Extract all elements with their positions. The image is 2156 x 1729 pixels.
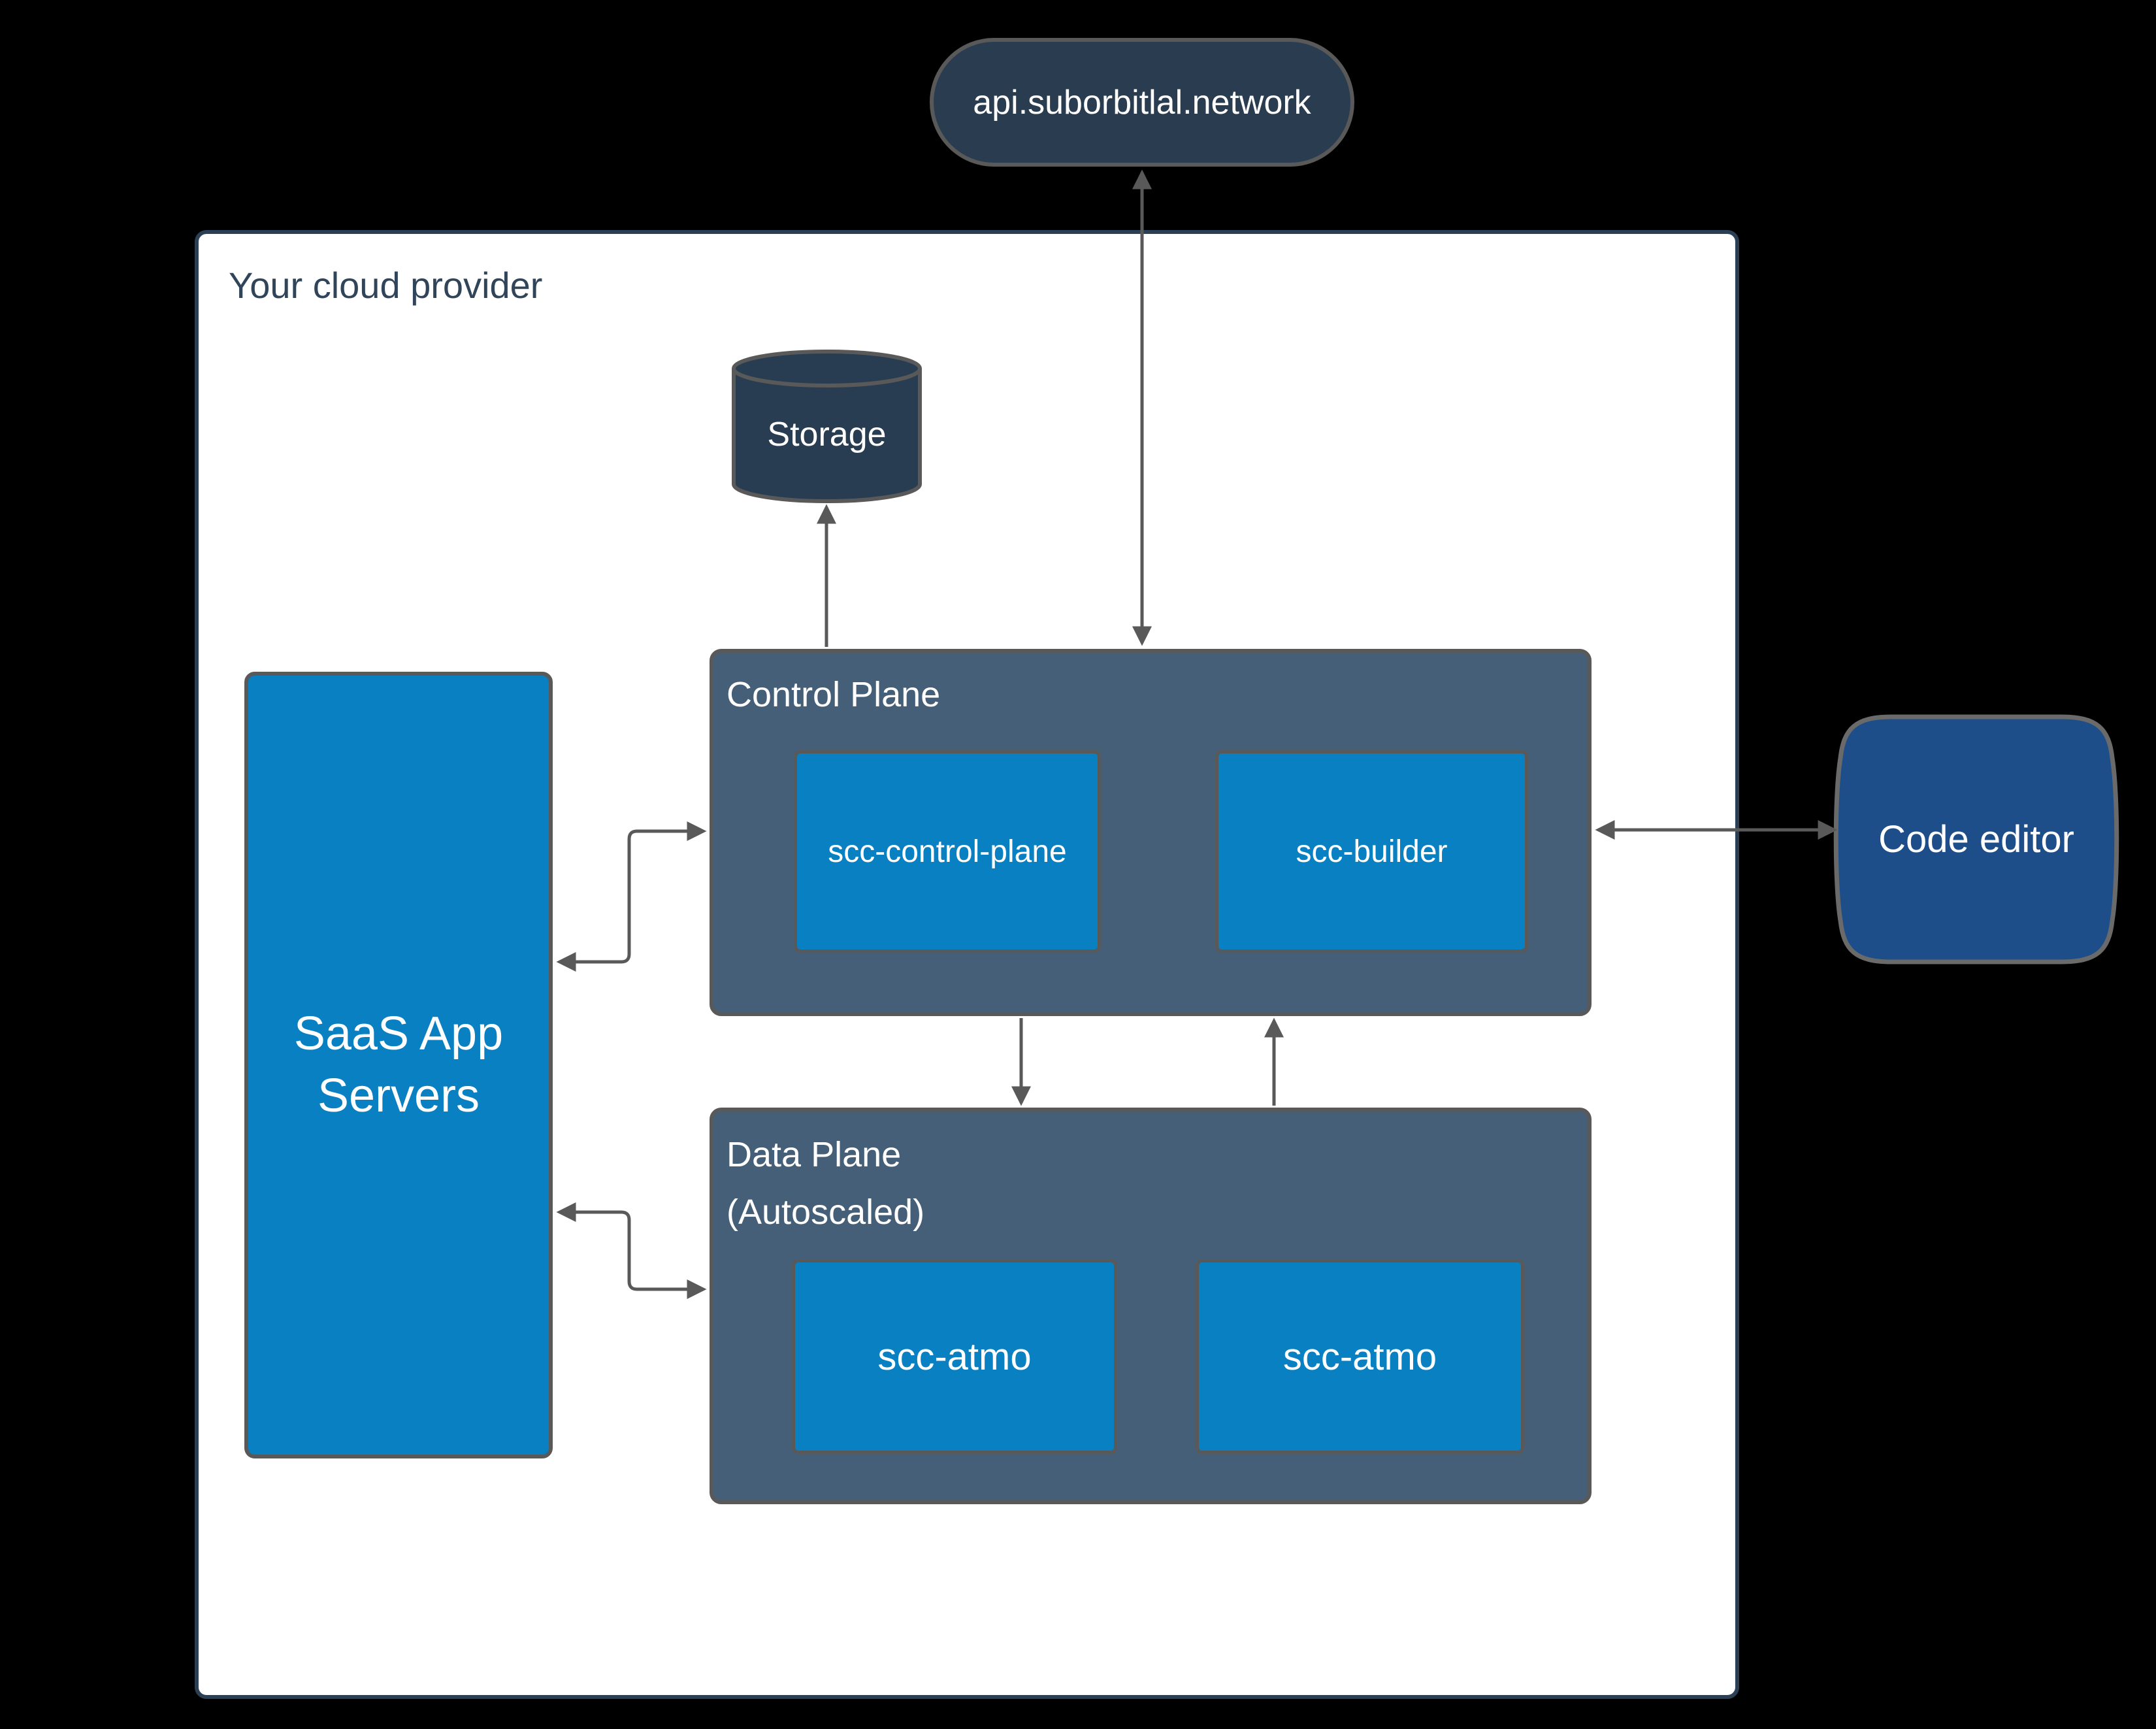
scc-builder-node: scc-builder <box>1215 750 1528 953</box>
data-plane-label: Data Plane <box>727 1135 902 1174</box>
scc-atmo-node-1: scc-atmo <box>792 1259 1117 1454</box>
cloud-provider-label: Your cloud provider <box>229 265 543 306</box>
connector-saas-control-plane <box>556 821 707 972</box>
scc-atmo-label-1: scc-atmo <box>877 1335 1032 1378</box>
scc-atmo-label-2: scc-atmo <box>1282 1335 1437 1378</box>
connector-saas-data-plane <box>556 1202 707 1299</box>
api-endpoint-node: api.suborbitlal.network <box>930 38 1354 167</box>
storage-cylinder <box>732 350 922 503</box>
code-editor-node: Code editor <box>1840 717 2112 962</box>
scc-builder-label: scc-builder <box>1296 834 1448 869</box>
control-plane-label: Control Plane <box>727 675 941 714</box>
code-editor-label: Code editor <box>1878 818 2074 861</box>
storage-node-label-wrap: Storage <box>734 392 920 477</box>
saas-app-servers-node: SaaS App Servers <box>244 672 553 1458</box>
scc-atmo-node-2: scc-atmo <box>1196 1259 1524 1454</box>
scc-control-plane-node: scc-control-plane <box>794 750 1101 953</box>
api-endpoint-label: api.suborbitlal.network <box>973 83 1311 122</box>
code-editor-shape <box>1833 714 2119 964</box>
saas-app-servers-label: SaaS App Servers <box>293 1008 504 1122</box>
storage-label: Storage <box>767 416 887 453</box>
scc-control-plane-label: scc-control-plane <box>828 834 1067 869</box>
data-plane-sublabel: (Autoscaled) <box>727 1193 925 1232</box>
